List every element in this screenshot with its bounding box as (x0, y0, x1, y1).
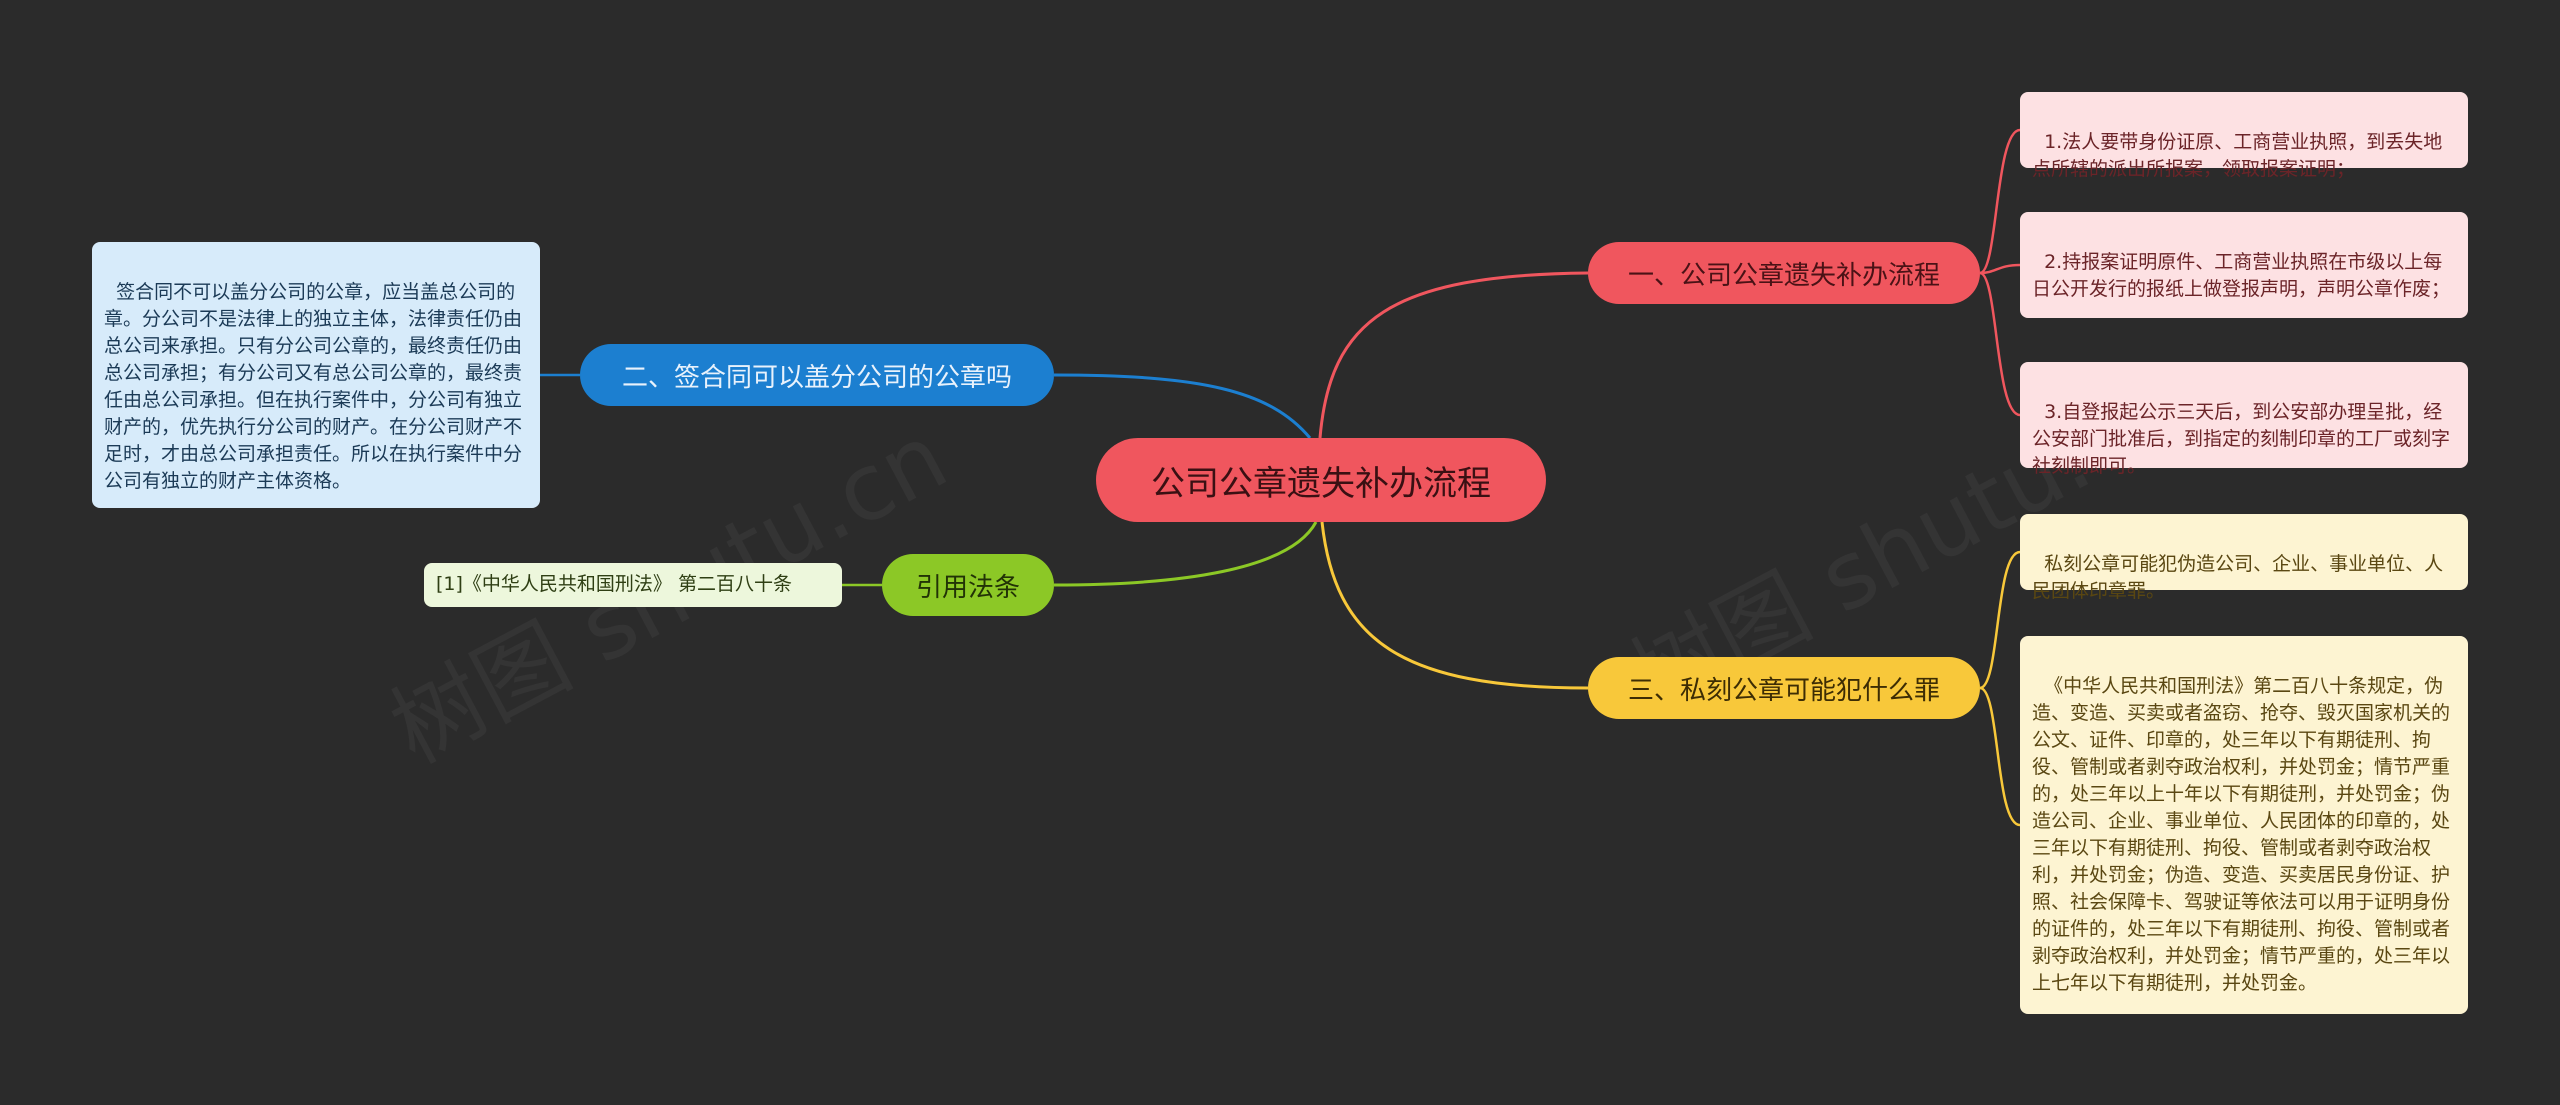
center-topic[interactable]: 公司公章遗失补办流程 (1096, 438, 1546, 522)
leaf-crime-name[interactable]: 私刻公章可能犯伪造公司、企业、事业单位、人民团体印章罪。 (2020, 514, 2468, 602)
branch-label: 二、签合同可以盖分公司的公章吗 (621, 362, 1012, 393)
leaf-step-3[interactable]: 3.自登报起公示三天后，到公安部办理呈批，经公安部门批准后，到指定的刻制印章的工… (2020, 362, 2468, 477)
edge-b1-leaf3 (1979, 271, 2021, 417)
edge-center-b4 (1320, 521, 1589, 690)
leaf-law-citation[interactable]: [1]《中华人民共和国刑法》 第二百八十条 (424, 563, 842, 607)
branch-branch-office-seal[interactable]: 二、签合同可以盖分公司的公章吗 (580, 344, 1054, 406)
leaf-criminal-law-article[interactable]: 《中华人民共和国刑法》第二百八十条规定，伪造、变造、买卖或者盗窃、抢夺、毁灭国家… (2020, 636, 2468, 1014)
edge-b4-leaf1 (1979, 550, 2021, 690)
edge-center-b3 (1053, 521, 1318, 587)
leaf-text: 签合同不可以盖分公司的公章，应当盖总公司的章。分公司不是法律上的独立主体，法律责… (104, 281, 523, 492)
edge-b1-leaf2 (1979, 263, 2021, 275)
leaf-text: 私刻公章可能犯伪造公司、企业、事业单位、人民团体印章罪。 (2032, 553, 2444, 602)
branch-cited-law[interactable]: 引用法条 (882, 554, 1054, 616)
branch-label: 一、公司公章遗失补办流程 (1627, 260, 1940, 291)
leaf-step-2[interactable]: 2.持报案证明原件、工商营业执照在市级以上每日公开发行的报纸上做登报声明，声明公… (2020, 212, 2468, 318)
leaf-text: 《中华人民共和国刑法》第二百八十条规定，伪造、变造、买卖或者盗窃、抢夺、毁灭国家… (2032, 675, 2451, 994)
branch-label: 引用法条 (915, 572, 1020, 603)
leaf-text: 3.自登报起公示三天后，到公安部办理呈批，经公安部门批准后，到指定的刻制印章的工… (2032, 401, 2451, 477)
leaf-branch-office-answer[interactable]: 签合同不可以盖分公司的公章，应当盖总公司的章。分公司不是法律上的独立主体，法律责… (92, 242, 540, 508)
branch-private-seal-crime[interactable]: 三、私刻公章可能犯什么罪 (1588, 657, 1980, 719)
edge-b4-leaf2 (1979, 686, 2021, 827)
edge-b1-leaf1 (1979, 128, 2021, 275)
leaf-text: 2.持报案证明原件、工商营业执照在市级以上每日公开发行的报纸上做登报声明，声明公… (2032, 251, 2451, 300)
center-topic-label: 公司公章遗失补办流程 (1151, 463, 1491, 504)
edge-center-b1 (1318, 271, 1589, 439)
branch-label: 三、私刻公章可能犯什么罪 (1627, 675, 1940, 706)
branch-lost-seal-process[interactable]: 一、公司公章遗失补办流程 (1588, 242, 1980, 304)
leaf-step-1[interactable]: 1.法人要带身份证原、工商营业执照，到丢失地点所辖的派出所报案，领取报案证明； (2020, 92, 2468, 180)
leaf-text: [1]《中华人民共和国刑法》 第二百八十条 (436, 573, 792, 595)
edge-center-b2 (1053, 373, 1312, 439)
leaf-text: 1.法人要带身份证原、工商营业执照，到丢失地点所辖的派出所报案，领取报案证明； (2032, 131, 2443, 180)
